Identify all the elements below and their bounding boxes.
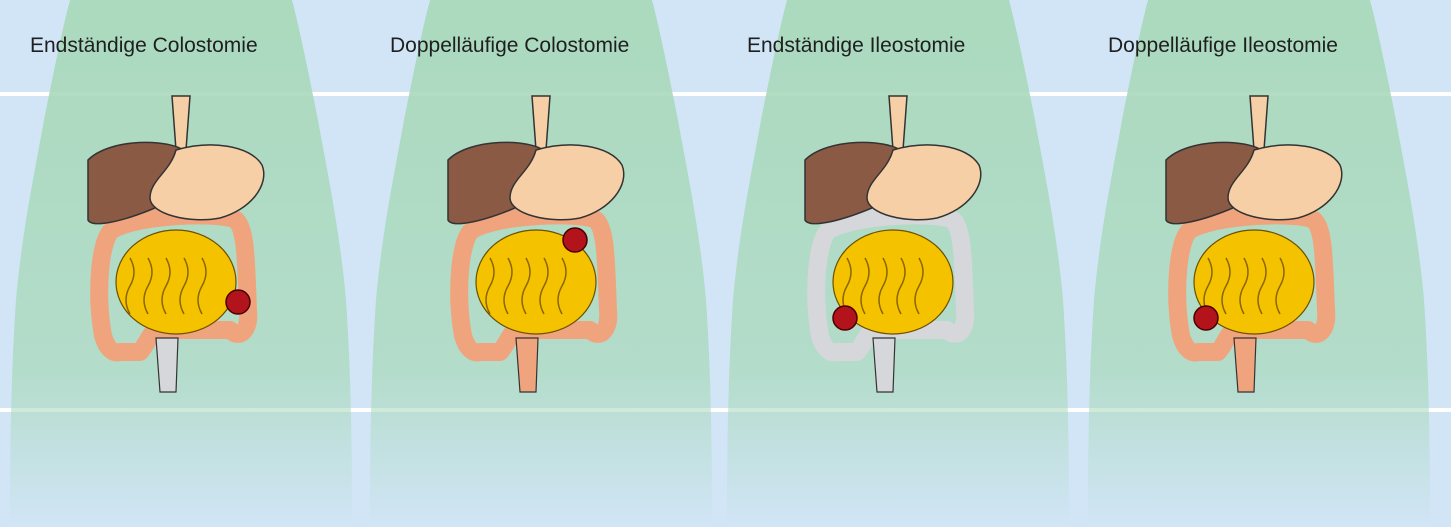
stoma-marker [563,228,587,252]
small-intestine [116,230,236,334]
esophagus [1250,96,1268,150]
esophagus [889,96,907,150]
rectum [873,338,895,392]
panel-title: Doppelläufige Colostomie [390,34,629,58]
anatomy-illustration [717,0,1079,527]
stoma-panel: Endständige Ileostomie [717,0,1079,527]
stoma-marker [1194,306,1218,330]
stoma-panel: Doppelläufige Ileostomie [1078,0,1440,527]
panel-title: Endständige Colostomie [30,34,258,58]
stoma-panel: Doppelläufige Colostomie [360,0,722,527]
anatomy-illustration [360,0,722,527]
rectum [516,338,538,392]
stoma-marker [226,290,250,314]
panel-title: Endständige Ileostomie [747,34,965,58]
esophagus [172,96,190,150]
panel-title: Doppelläufige Ileostomie [1108,34,1338,58]
esophagus [532,96,550,150]
anatomy-illustration [0,0,362,527]
rectum [156,338,178,392]
stoma-panel: Endständige Colostomie [0,0,362,527]
stoma-marker [833,306,857,330]
rectum [1234,338,1256,392]
anatomy-illustration [1078,0,1440,527]
